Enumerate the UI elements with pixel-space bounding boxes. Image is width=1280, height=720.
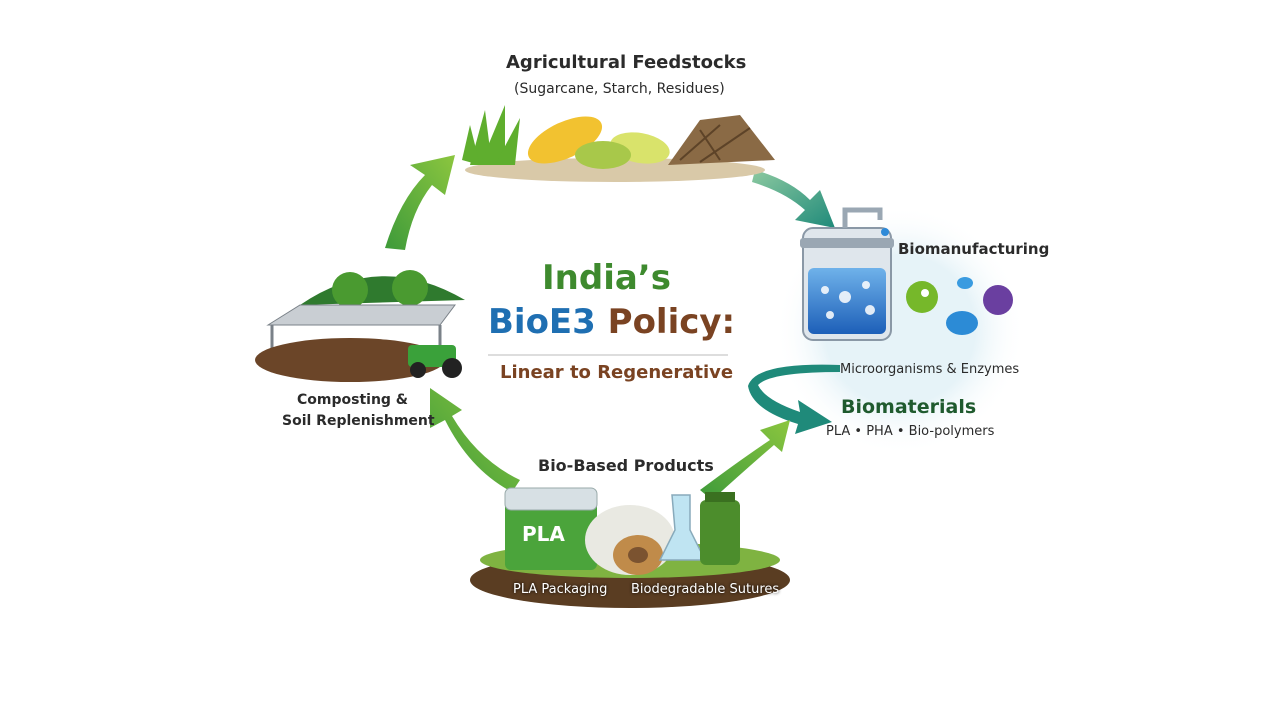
- arrow-compost-to-feedstocks: [385, 155, 455, 250]
- arrow-feedstocks-to-biomanufacturing: [752, 170, 835, 228]
- arrow-biomanufacturing-to-biomaterials: [748, 364, 840, 434]
- title-line2: BioE3 Policy:: [488, 302, 735, 342]
- pla-packaging-label: PLA Packaging: [513, 582, 608, 597]
- biomaterials-title: Biomaterials: [841, 396, 977, 418]
- arrow-products-to-compost: [430, 388, 520, 492]
- biomanufacturing-caption: Microorganisms & Enzymes: [840, 362, 1020, 377]
- feedstocks-illustration: [462, 105, 775, 182]
- feedstocks-title: Agricultural Feedstocks: [506, 52, 747, 73]
- products-illustration: [470, 487, 790, 608]
- title-line1: India’s: [542, 258, 671, 298]
- composting-line2: Soil Replenishment: [282, 413, 435, 429]
- composting-line1: Composting &: [297, 392, 409, 408]
- biomanufacturing-title: Biomanufacturing: [898, 240, 1050, 258]
- products-title: Bio-Based Products: [538, 456, 714, 475]
- biomaterials-subtitle: PLA • PHA • Bio-polymers: [826, 424, 995, 439]
- pla-box-label: PLA: [522, 522, 565, 546]
- title-bioe3: BioE3: [488, 302, 596, 342]
- title-policy: Policy:: [607, 302, 736, 342]
- compost-illustration: [255, 270, 465, 382]
- arrow-biomaterials-to-products: [700, 420, 790, 500]
- sutures-label: Biodegradable Sutures: [631, 582, 780, 597]
- title-subtitle: Linear to Regenerative: [500, 362, 734, 383]
- bioreactor-illustration: [800, 207, 1013, 341]
- feedstocks-subtitle: (Sugarcane, Starch, Residues): [514, 81, 725, 97]
